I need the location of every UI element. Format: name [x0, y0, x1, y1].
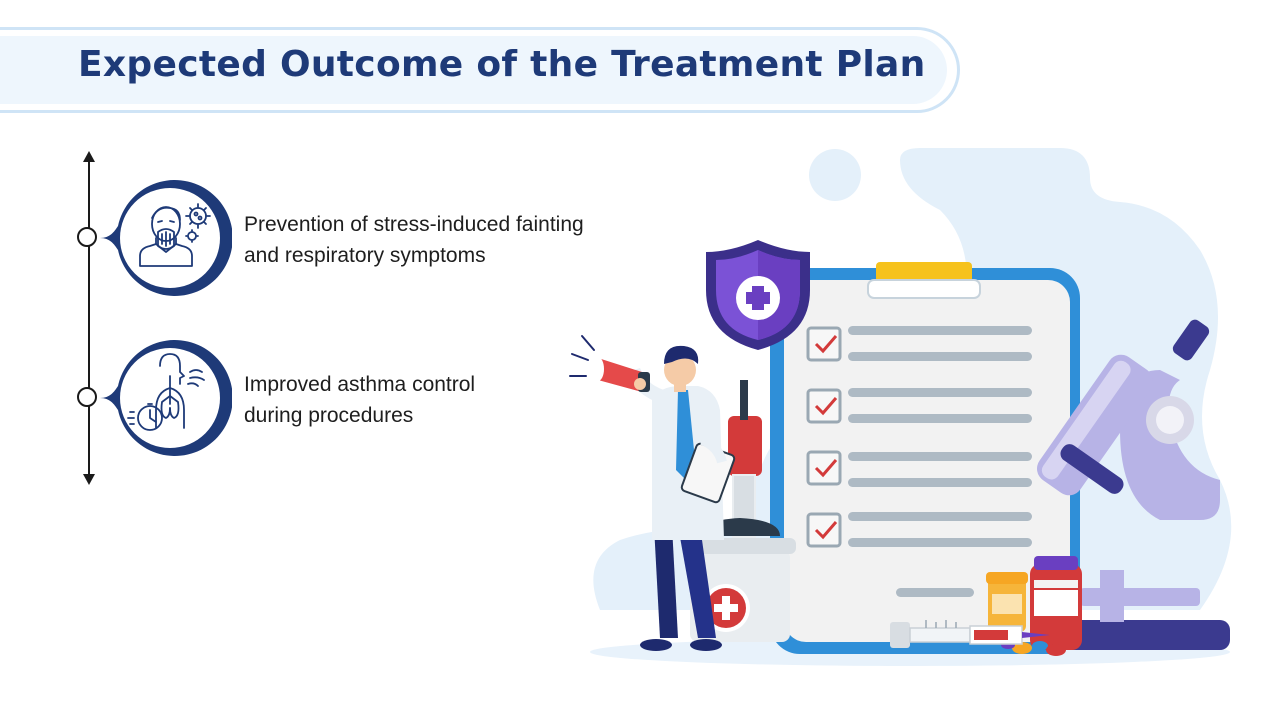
sneezing-person-icon [139, 203, 211, 267]
timeline-item-2-line2: during procedures [244, 404, 414, 427]
timeline-item-2-line1: Improved asthma control [244, 373, 476, 396]
shield-icon [706, 240, 810, 350]
timeline-item-2-text: Improved asthma control during procedure… [244, 369, 475, 431]
arrow-down-icon [83, 474, 95, 485]
doctor-figure [569, 335, 796, 651]
timeline-node-2 [77, 387, 97, 407]
doctor-checklist-illustration [569, 148, 1232, 666]
timeline-badge-2 [100, 340, 232, 456]
microscope-icon [1037, 319, 1230, 650]
timeline-item-1-text: Prevention of stress-induced fainting an… [244, 209, 584, 271]
syringe-icon [890, 620, 1050, 648]
title-banner [0, 27, 960, 113]
checklist-rows [806, 326, 1032, 548]
medicine-bottles [986, 556, 1082, 650]
timeline-item-1-line2: and respiratory symptoms [244, 244, 486, 267]
page-title: Expected Outcome of the Treatment Plan [78, 44, 926, 85]
arrow-up-icon [83, 151, 95, 162]
timeline-item-1-line1: Prevention of stress-induced fainting [244, 213, 584, 236]
timeline-badge-1 [100, 180, 232, 296]
timeline-node-1 [77, 227, 97, 247]
timeline-line [88, 158, 90, 476]
checklist-clipboard [770, 262, 1080, 654]
lungs-timer-icon [127, 353, 205, 431]
